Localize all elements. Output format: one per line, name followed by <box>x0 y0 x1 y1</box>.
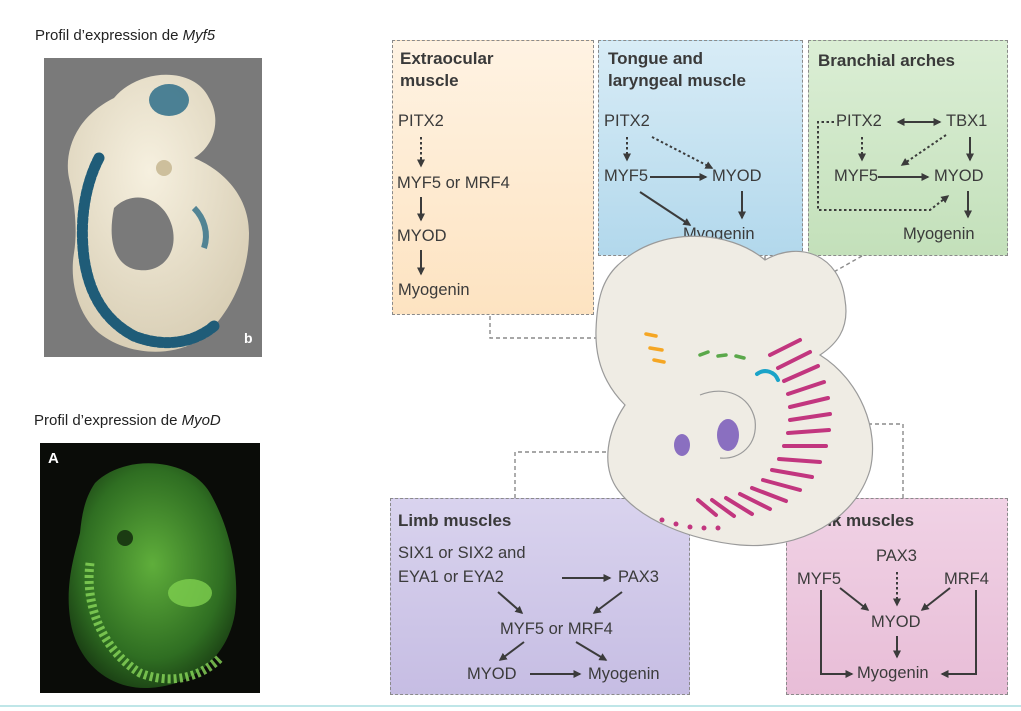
extraocular-title-line1: Extraocular <box>400 49 494 68</box>
extraocular-gene-myod: MYOD <box>397 227 447 245</box>
extraocular-box <box>392 40 594 315</box>
tongue-gene-pitx2: PITX2 <box>604 112 650 130</box>
branchial-gene-pitx2: PITX2 <box>836 112 882 130</box>
myf5-caption: Profil d’expression de Myf5 <box>35 27 215 44</box>
limb-gene-myf5-mrf4: MYF5 or MRF4 <box>500 620 613 638</box>
branchial-title: Branchial arches <box>818 51 956 70</box>
limb-gene-pax3: PAX3 <box>618 568 659 586</box>
trunk-connector <box>840 423 904 498</box>
myod-caption: Profil d’expression de MyoD <box>34 412 221 429</box>
tongue-gene-myogenin: Myogenin <box>683 225 755 243</box>
limb-gene-six: SIX1 or SIX2 and <box>398 544 526 562</box>
trunk-title: Trunk muscles <box>795 511 915 530</box>
limb-connector <box>514 451 668 498</box>
extraocular-gene-myf5-mrf4: MYF5 or MRF4 <box>397 174 510 192</box>
limb-gene-eya: EYA1 or EYA2 <box>398 568 504 586</box>
myod-caption-prefix: Profil d’expression de <box>34 412 182 429</box>
branchial-connector <box>739 255 863 326</box>
tongue-muscle-mark <box>755 369 780 382</box>
trunk-somite-marks <box>696 338 832 518</box>
myf5-eye <box>156 160 172 176</box>
extraocular-gene-myogenin: Myogenin <box>398 281 470 299</box>
extraocular-connector <box>489 316 610 339</box>
myf5-panel-letter: b <box>244 330 253 346</box>
tongue-gene-myod: MYOD <box>712 167 762 185</box>
trunk-gene-mrf4: MRF4 <box>944 570 989 588</box>
myf5-embryo-cavity <box>111 197 174 271</box>
limb-gene-myod: MYOD <box>467 665 517 683</box>
extraocular-muscle-marks <box>644 332 666 364</box>
myf5-head-stain <box>149 84 189 116</box>
embryo-fold <box>699 390 756 459</box>
myod-limb-bud <box>168 579 212 607</box>
tongue-title-line2: laryngeal muscle <box>608 71 746 90</box>
myod-panel-letter: A <box>48 450 59 467</box>
myf5-embryo-image: b <box>44 58 262 357</box>
myf5-somite-stain <box>76 152 220 349</box>
myod-embryo-image: A <box>40 443 260 693</box>
branchial-gene-myod: MYOD <box>934 167 984 185</box>
trunk-gene-myogenin: Myogenin <box>857 664 929 682</box>
tongue-title-line1: Tongue and <box>608 49 704 68</box>
branchial-muscle-marks <box>698 350 746 360</box>
myf5-caption-prefix: Profil d’expression de <box>35 27 183 44</box>
tongue-gene-myf5: MYF5 <box>604 167 649 185</box>
limb-gene-myogenin: Myogenin <box>588 665 660 683</box>
trunk-gene-myf5: MYF5 <box>797 570 842 588</box>
extraocular-title-line2: muscle <box>400 71 459 90</box>
forelimb-bud-icon <box>717 419 739 451</box>
branchial-gene-myf5: MYF5 <box>834 167 879 185</box>
myod-embryo-body <box>68 463 237 688</box>
branchial-box <box>808 40 1008 256</box>
myf5-caption-gene: Myf5 <box>182 27 216 44</box>
trunk-gene-myod: MYOD <box>871 613 921 631</box>
myf5-limb-stain <box>191 205 209 249</box>
branchial-gene-tbx1: TBX1 <box>946 112 988 130</box>
branchial-gene-myogenin: Myogenin <box>903 225 975 243</box>
myod-eye <box>117 530 133 546</box>
limb-title: Limb muscles <box>398 511 512 530</box>
trunk-gene-pax3: PAX3 <box>876 547 917 565</box>
hindlimb-bud-icon <box>674 434 690 456</box>
myod-somites <box>84 562 224 684</box>
extraocular-gene-pitx2: PITX2 <box>398 112 444 130</box>
bottom-divider <box>0 705 1021 707</box>
myod-caption-gene: MyoD <box>181 412 221 429</box>
